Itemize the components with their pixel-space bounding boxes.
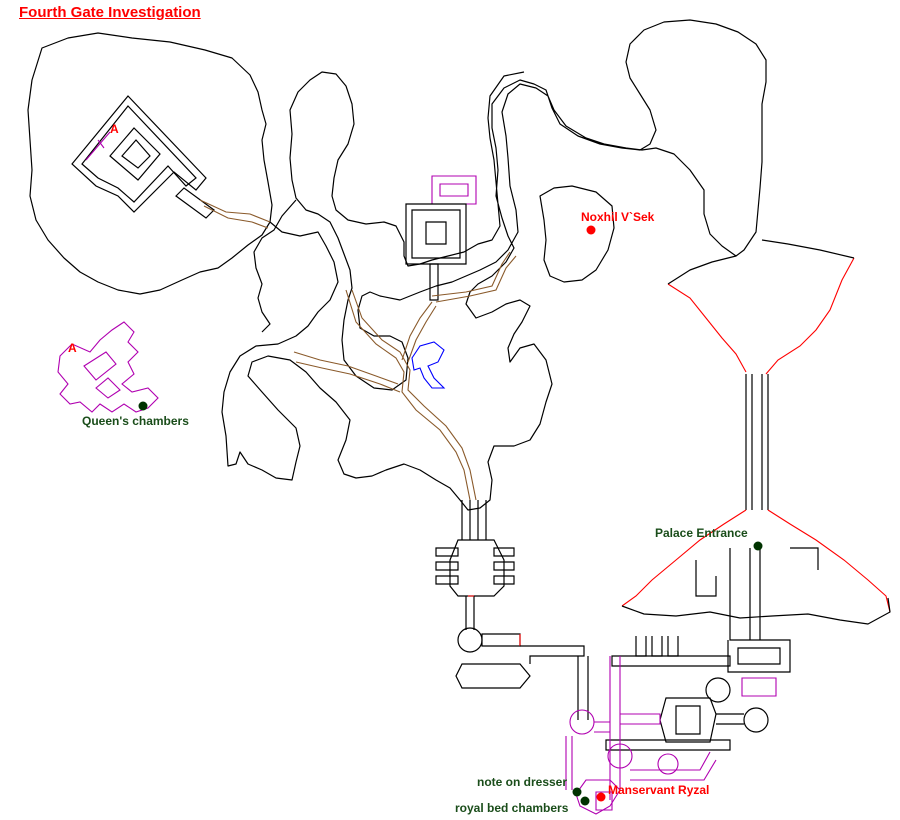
royal-bed-chambers-label: royal bed chambers [455,801,569,815]
note-on-dresser-label: note on dresser [477,775,567,789]
palace-entrance-label: Palace Entrance [655,526,748,540]
palace-cavern [621,239,891,625]
northeast-cavern-wall [539,185,615,283]
manservant-ryzal-label: Manservant Ryzal [608,783,709,797]
area-label-a-left: A [68,341,77,355]
magenta-interior-rooms [565,656,777,815]
west-lobe-wall [253,199,297,333]
northwest-cavern-wall [27,32,273,295]
trail-paths [199,199,517,501]
temple-magenta-wall [85,131,111,161]
south-hall [449,539,505,597]
area-label-a-top: A [110,122,119,136]
central-cavern-wall [221,19,767,511]
palace-upper-red-wall [667,257,855,375]
north-central-building [405,175,477,301]
palace-entrance-marker[interactable] [753,541,763,551]
palace-lower-red-wall [621,509,891,613]
noxhil-marker[interactable] [586,225,596,235]
queens-chambers-label: Queen's chambers [82,414,189,428]
note-on-dresser-marker[interactable] [572,787,582,797]
water-pool [411,341,446,389]
northwest-temple [71,95,215,219]
noxhil-label: Noxhil V`Sek [581,210,655,224]
map-title: Fourth Gate Investigation [19,4,201,21]
queens-chambers-map [57,321,159,413]
royal-bed-chambers-marker[interactable] [580,796,590,806]
queens-chambers-marker[interactable] [138,401,148,411]
southern-palace [435,500,791,751]
manservant-ryzal-marker[interactable] [596,792,606,802]
